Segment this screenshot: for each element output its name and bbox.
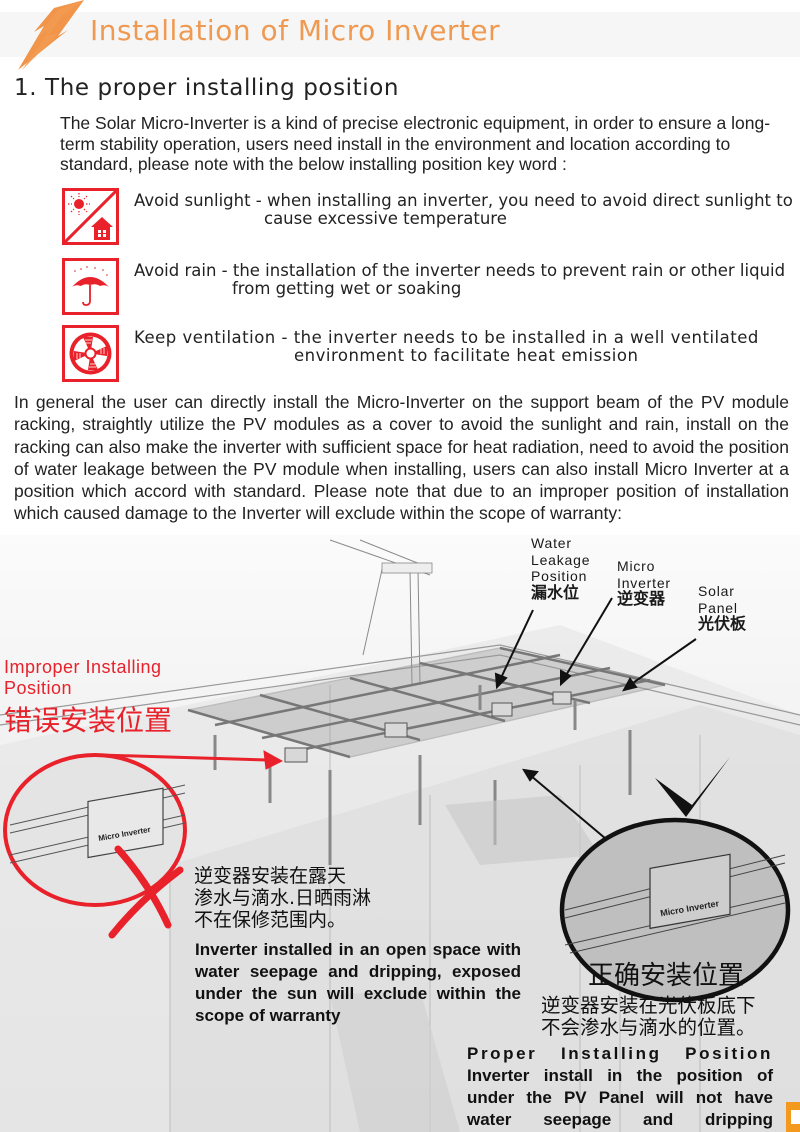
keyword-keep-ventilation: Keep ventilation - the inverter needs to… [62, 325, 800, 385]
proper-position-title: Proper Installing Position [467, 1044, 773, 1063]
keyword-avoid-sunlight: Avoid sunlight - when installing an inve… [62, 188, 800, 248]
improper-desc-cn: 逆变器安装在露天 渗水与滴水.日晒雨淋 不在保修范围内。 [194, 865, 372, 931]
keyword-line2: environment to facilitate heat emission [294, 346, 639, 365]
improper-position-cn: 错误安装位置 [4, 704, 173, 737]
warranty-paragraph: In general the user can directly install… [14, 392, 789, 524]
improper-desc-en: Inverter installed in an open space with… [195, 940, 521, 1025]
racking-illustration: Micro Inverter Micro Inverter [0, 539, 800, 1132]
keyword-line1: Avoid sunlight - when installing an inve… [134, 191, 793, 210]
keyword-text: Avoid sunlight - when installing an inve… [134, 192, 800, 228]
section-title: 1. The proper installing position [14, 75, 400, 101]
keyword-line1: Keep ventilation - the inverter needs to… [134, 328, 759, 347]
keyword-line1: Avoid rain - the installation of the inv… [134, 261, 786, 280]
proper-position-cn-title: 正确安装位置 [588, 961, 745, 991]
lightning-bolt-icon [18, 0, 84, 70]
avoid-rain-umbrella-icon [62, 258, 119, 315]
keyword-line2: from getting wet or soaking [232, 279, 462, 298]
callout-water-leakage: Water Leakage Position 漏水位 [531, 535, 591, 602]
page-corner-tag [786, 1102, 800, 1132]
ventilation-fan-icon [62, 325, 119, 382]
keyword-line2: cause excessive temperature [264, 209, 507, 228]
callout-micro-inverter: Micro Inverter 逆变器 [617, 558, 671, 608]
proper-desc-cn: 逆变器安装在光伏板底下 不会渗水与滴水的位置。 [541, 994, 756, 1039]
proper-position-desc: Inverter install in the position of unde… [467, 1066, 773, 1129]
callout-solar-panel: Solar Panel 光伏板 [698, 583, 747, 633]
header-band [0, 12, 800, 57]
keyword-text: Avoid rain - the installation of the inv… [134, 262, 800, 298]
intro-paragraph: The Solar Micro-Inverter is a kind of pr… [60, 113, 771, 174]
page-title: Installation of Micro Inverter [90, 14, 501, 47]
proper-desc-en: Proper Installing Position Inverter inst… [467, 1043, 773, 1131]
keyword-avoid-rain: Avoid rain - the installation of the inv… [62, 258, 800, 318]
installation-diagram: Micro Inverter Micro Inverter Water Leak… [0, 535, 800, 1132]
avoid-sunlight-icon [62, 188, 119, 245]
keyword-text: Keep ventilation - the inverter needs to… [134, 329, 800, 365]
improper-position-label: Improper Installing Position [4, 657, 162, 698]
